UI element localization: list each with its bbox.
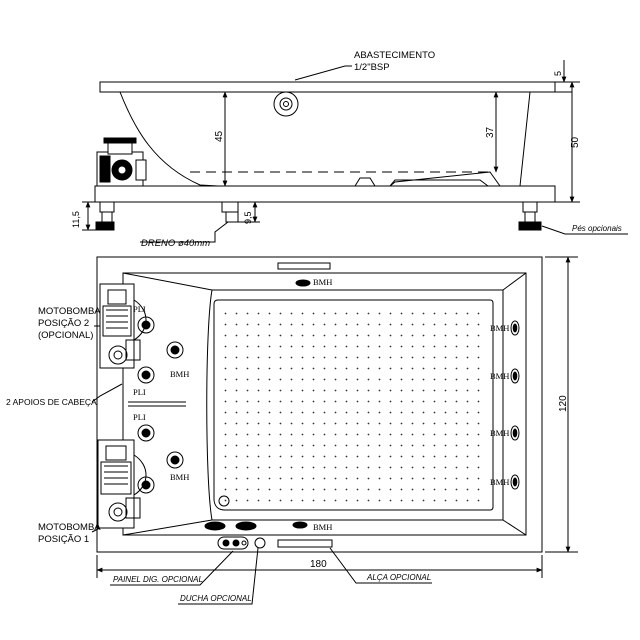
top-handle-icon [277,262,331,270]
dim-foot-height: 11,5 [71,211,81,228]
pli-label-2: PLI [133,387,146,397]
supply-label-line2: 1/2"BSP [354,62,390,73]
dim-depth-left: 45 [214,130,225,142]
supply-fitting-icon [273,91,299,117]
basin-drain-icon [218,495,230,507]
jet-label-right-3: BMH [490,428,509,438]
shower-icon [254,537,266,549]
top-view [91,256,578,605]
pli-label-3: PLI [133,412,146,422]
jet-label-left-2: BMH [170,472,189,482]
pump-position-2-icon [99,283,141,369]
jet-label-bottom: BMH [313,522,332,532]
basin-texture [220,306,488,504]
dim-depth-right: 37 [485,126,496,138]
supply-label-line1: ABASTECIMENTO [354,50,435,61]
drain-icon [221,201,260,223]
dim-rim: 5 [553,71,563,76]
dim-depth: 120 [558,395,569,412]
jet-label-right-4: BMH [490,477,509,487]
pump-pos1-label-1: MOTOBOMBA [38,522,101,533]
bottom-handle-icon [277,539,333,548]
pump-pos2-label-1: MOTOBOMBA [38,306,101,317]
pump-pos2-label-3: (OPCIONAL) [38,330,93,341]
pump-position-1-icon [97,439,141,529]
pump-side-icon [96,137,147,187]
tub-body [119,91,531,187]
tub-base [94,185,556,203]
jet-bottom-icon [292,521,308,529]
headrests-label: 2 APOIOS DE CABEÇA [6,397,97,407]
tub-basin [213,299,494,511]
tub-inner-rim [122,272,527,536]
jet-label-right-2: BMH [490,371,509,381]
panel-label: PAINEL DIG. OPCIONAL [113,575,203,584]
dim-width: 180 [310,559,327,570]
side-view [82,60,628,243]
tub-rim [99,81,556,93]
feet-label: Pés opcionais [572,224,622,233]
foot-right [518,201,542,231]
pump-pos2-label-2: POSIÇÃO 2 [38,318,89,329]
pump-pos1-label-2: POSIÇÃO 1 [38,534,89,545]
shower-label: DUCHA OPCIONAL [180,594,252,603]
digital-panel-icon [217,536,249,550]
jet-label-top: BMH [313,277,332,287]
foot-left [95,201,115,231]
tub-outline-top [96,256,543,553]
dim-total-height: 50 [570,136,581,148]
dim-drain-height: 9,5 [243,211,253,224]
jet-label-left-1: BMH [170,369,189,379]
pli-label-1: PLI [133,304,146,314]
jet-top-icon [295,279,311,287]
handle-label: ALÇA OPCIONAL [366,573,431,582]
jet-label-right-1: BMH [490,323,509,333]
drain-label: DRENO ø40mm [141,238,210,249]
